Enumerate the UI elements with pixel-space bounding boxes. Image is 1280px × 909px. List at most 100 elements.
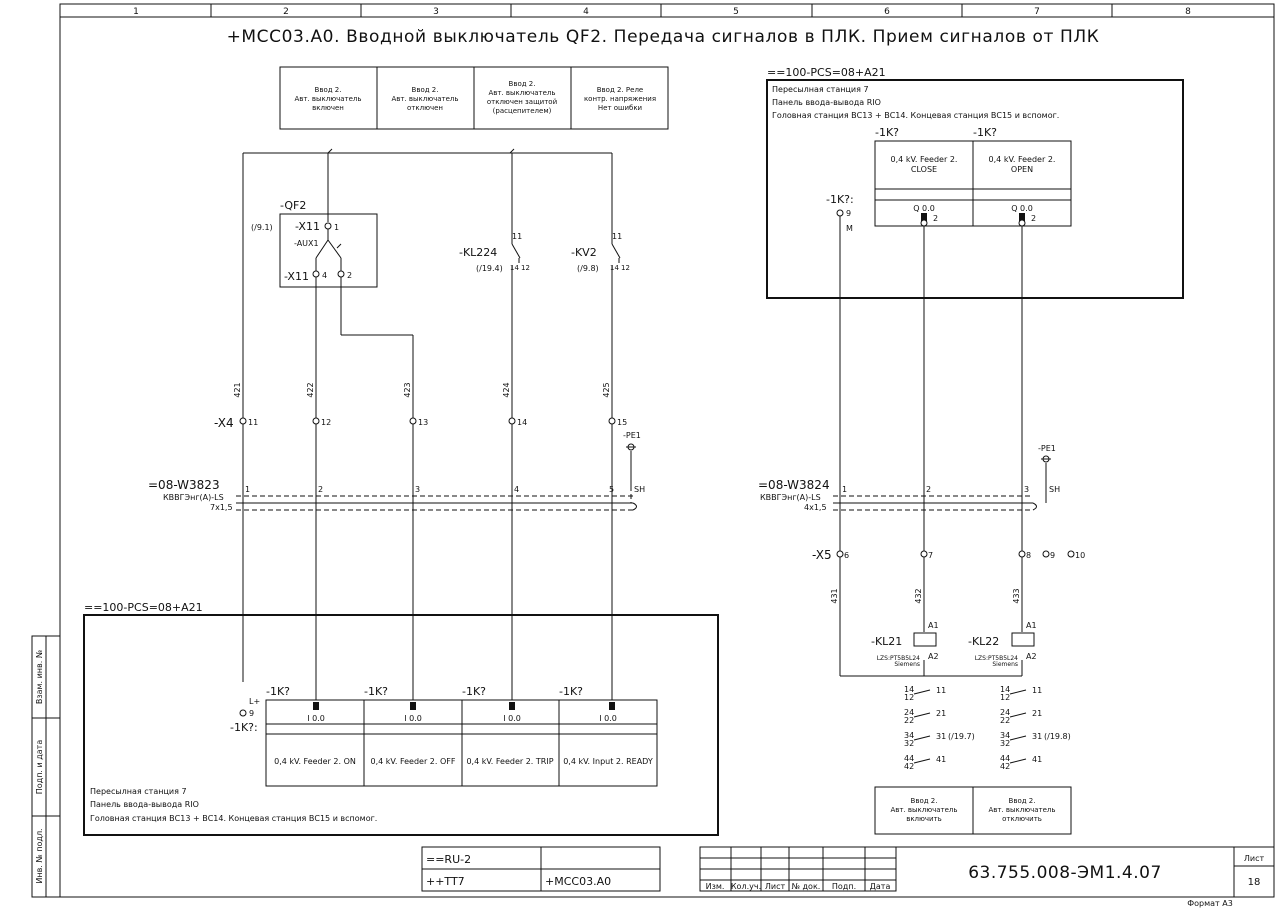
- relay-kl21: -KL21 A1 A2 LZS:PT5B5L24 Siemens: [871, 621, 939, 668]
- wire-432: 432: [914, 588, 923, 603]
- cmd2-line1: Ввод 2.: [1009, 797, 1036, 805]
- cable-right-core3: 3: [1024, 485, 1029, 494]
- wire-424: 424: [502, 382, 511, 397]
- kl224-p12: 12: [521, 264, 530, 272]
- document-number: 63.755.008-ЭМ1.4.07: [968, 863, 1162, 883]
- kl21-maker: Siemens: [894, 661, 920, 668]
- plc-left-tag: -1K?:: [230, 721, 258, 734]
- right-circuit-wires: [839, 216, 1023, 677]
- cable-right-core2: 2: [926, 485, 931, 494]
- x4-t12: 12: [321, 418, 331, 427]
- kv2-ref: (/9.8): [577, 264, 599, 273]
- left-circuit-wires: [242, 148, 613, 700]
- zone-1: 1: [133, 7, 139, 17]
- kl22-c2-a: 24: [1000, 708, 1010, 717]
- kl21-c4-b: 42: [904, 762, 914, 771]
- x4-label: -X4: [214, 416, 234, 430]
- kv2-p11: 11: [612, 232, 622, 241]
- cmd2-line3: отключить: [1002, 815, 1042, 823]
- plc-left-mod3-addr: I 0.0: [503, 714, 521, 723]
- plc-left-header: ==100-PCS=08+A21: [84, 601, 203, 614]
- zone-5: 5: [733, 7, 739, 17]
- kl22-c1-c: 11: [1032, 686, 1042, 695]
- col-izm: Изм.: [706, 882, 725, 891]
- qf2-ref: (/9.1): [251, 223, 273, 232]
- x5-t8: 8: [1026, 551, 1031, 560]
- kv2-contact: -KV2 (/9.8) 11 14 12: [571, 232, 630, 273]
- kl21-c4-a: 44: [904, 754, 914, 763]
- qf2-label: -QF2: [280, 199, 306, 212]
- plc-panel-right: ==100-PCS=08+A21 Пересылная станция 7 Па…: [766, 66, 1184, 299]
- box4-line2: контр. напряжения: [584, 95, 656, 103]
- cable-right-size: 4х1,5: [804, 503, 827, 512]
- wire-421: 421: [233, 382, 242, 397]
- kl22-type: LZS:PT5B5L24: [975, 655, 1018, 662]
- stamp-inv-original: Инв. № подл.: [35, 828, 44, 883]
- plc-left-mod4-desc: 0,4 kV. Input 2. READY: [563, 757, 653, 766]
- cable-right-name: =08-W3824: [758, 478, 830, 492]
- kl21-c1-c: 11: [936, 686, 946, 695]
- wire-422: 422: [306, 382, 315, 397]
- col-doc: № док.: [792, 882, 821, 891]
- plc-right-pin9: 9: [846, 209, 851, 218]
- cable-left-core5: 5: [609, 485, 614, 494]
- cable-w3824: =08-W3824 КВВГЭнг(A)-LS 4х1,5 1 2 3 SH: [758, 478, 1060, 512]
- location-tt7: ++TT7: [426, 875, 465, 888]
- cable-right-type: КВВГЭнг(A)-LS: [760, 493, 821, 502]
- plc-panel-left: ==100-PCS=08+A21 Пересылная станция 7 Па…: [83, 601, 719, 836]
- wire-423: 423: [403, 382, 412, 397]
- box4-line3: Нет ошибки: [598, 104, 642, 112]
- box3-line2: Авт. выключатель: [488, 89, 555, 97]
- col-date: Дата: [870, 882, 891, 891]
- drawing-frame: [59, 3, 1275, 898]
- kl22-c4-b: 42: [1000, 762, 1010, 771]
- cmd1-line2: Авт. выключатель: [890, 806, 957, 814]
- plc-left-pin9: 9: [249, 709, 254, 718]
- zone-6: 6: [884, 7, 890, 17]
- plc-left-mod1-addr: I 0.0: [307, 714, 325, 723]
- col-sign: Подп.: [832, 882, 856, 891]
- kl224-contact: -KL224 (/19.4) 11 14 12: [459, 232, 530, 273]
- zone-numbers: 1 2 3 4 5 6 7 8: [133, 7, 1191, 17]
- kv2-p12: 12: [621, 264, 630, 272]
- plc-right-mod2-pin: 2: [1031, 214, 1036, 223]
- kl21-c3-ref: (/19.7): [948, 732, 975, 741]
- kl21-c2-c: 21: [936, 709, 946, 718]
- kl22-c3-b: 32: [1000, 739, 1010, 748]
- kl21-c3-c: 31: [936, 732, 946, 741]
- kl21-contacts: 14 12 11 24 22 21 34 32 31 (/19.7) 44 42…: [904, 685, 975, 771]
- sheet-number: 18: [1248, 877, 1261, 888]
- kl224-p14: 14: [510, 264, 519, 272]
- kl21-type: LZS:PT5B5L24: [877, 655, 920, 662]
- plc-left-mod3-tag: -1K?: [462, 685, 486, 698]
- x4-t14: 14: [517, 418, 527, 427]
- signal-boxes-top: Ввод 2. Авт. выключатель включен Ввод 2.…: [279, 66, 669, 130]
- plc-left-mod1-tag: -1K?: [266, 685, 290, 698]
- plc-left-footer3: Головная станция ВС13 + ВС14. Концевая с…: [90, 814, 377, 823]
- pe1-right-label: -PE1: [1038, 444, 1056, 453]
- qf2-aux: -AUX1: [294, 239, 319, 248]
- cable-left-core1: 1: [245, 485, 250, 494]
- plc-right-mod1-pin: 2: [933, 214, 938, 223]
- plc-right-mod2-desc2: OPEN: [1011, 165, 1033, 174]
- x5-t7: 7: [928, 551, 933, 560]
- plc-right-header: ==100-PCS=08+A21: [767, 66, 886, 79]
- box3-line1: Ввод 2.: [509, 80, 536, 88]
- plc-right-tag: -1K?:: [826, 193, 854, 206]
- zone-7: 7: [1034, 7, 1040, 17]
- box2-line1: Ввод 2.: [412, 86, 439, 94]
- plc-left-mod1-desc: 0,4 kV. Feeder 2. ON: [274, 757, 356, 766]
- command-boxes: Ввод 2. Авт. выключатель включить Ввод 2…: [874, 786, 1072, 835]
- cable-right-sh: SH: [1049, 485, 1060, 494]
- plc-right-info1: Пересылная станция 7: [772, 85, 869, 94]
- box3-line4: (расцепителем): [493, 107, 552, 115]
- x4-t15: 15: [617, 418, 627, 427]
- kl22-c3-c: 31: [1032, 732, 1042, 741]
- plc-left-mod2-desc: 0,4 kV. Feeder 2. OFF: [371, 757, 456, 766]
- kl21-c3-a: 34: [904, 731, 914, 740]
- qf2-x11-top: -X11: [295, 220, 320, 233]
- cable-left-core2: 2: [318, 485, 323, 494]
- wire-433: 433: [1012, 588, 1021, 603]
- qf2-pin2: 2: [347, 271, 352, 280]
- kl22-contacts: 14 12 11 24 22 21 34 32 31 (/19.8) 44 42…: [1000, 685, 1071, 771]
